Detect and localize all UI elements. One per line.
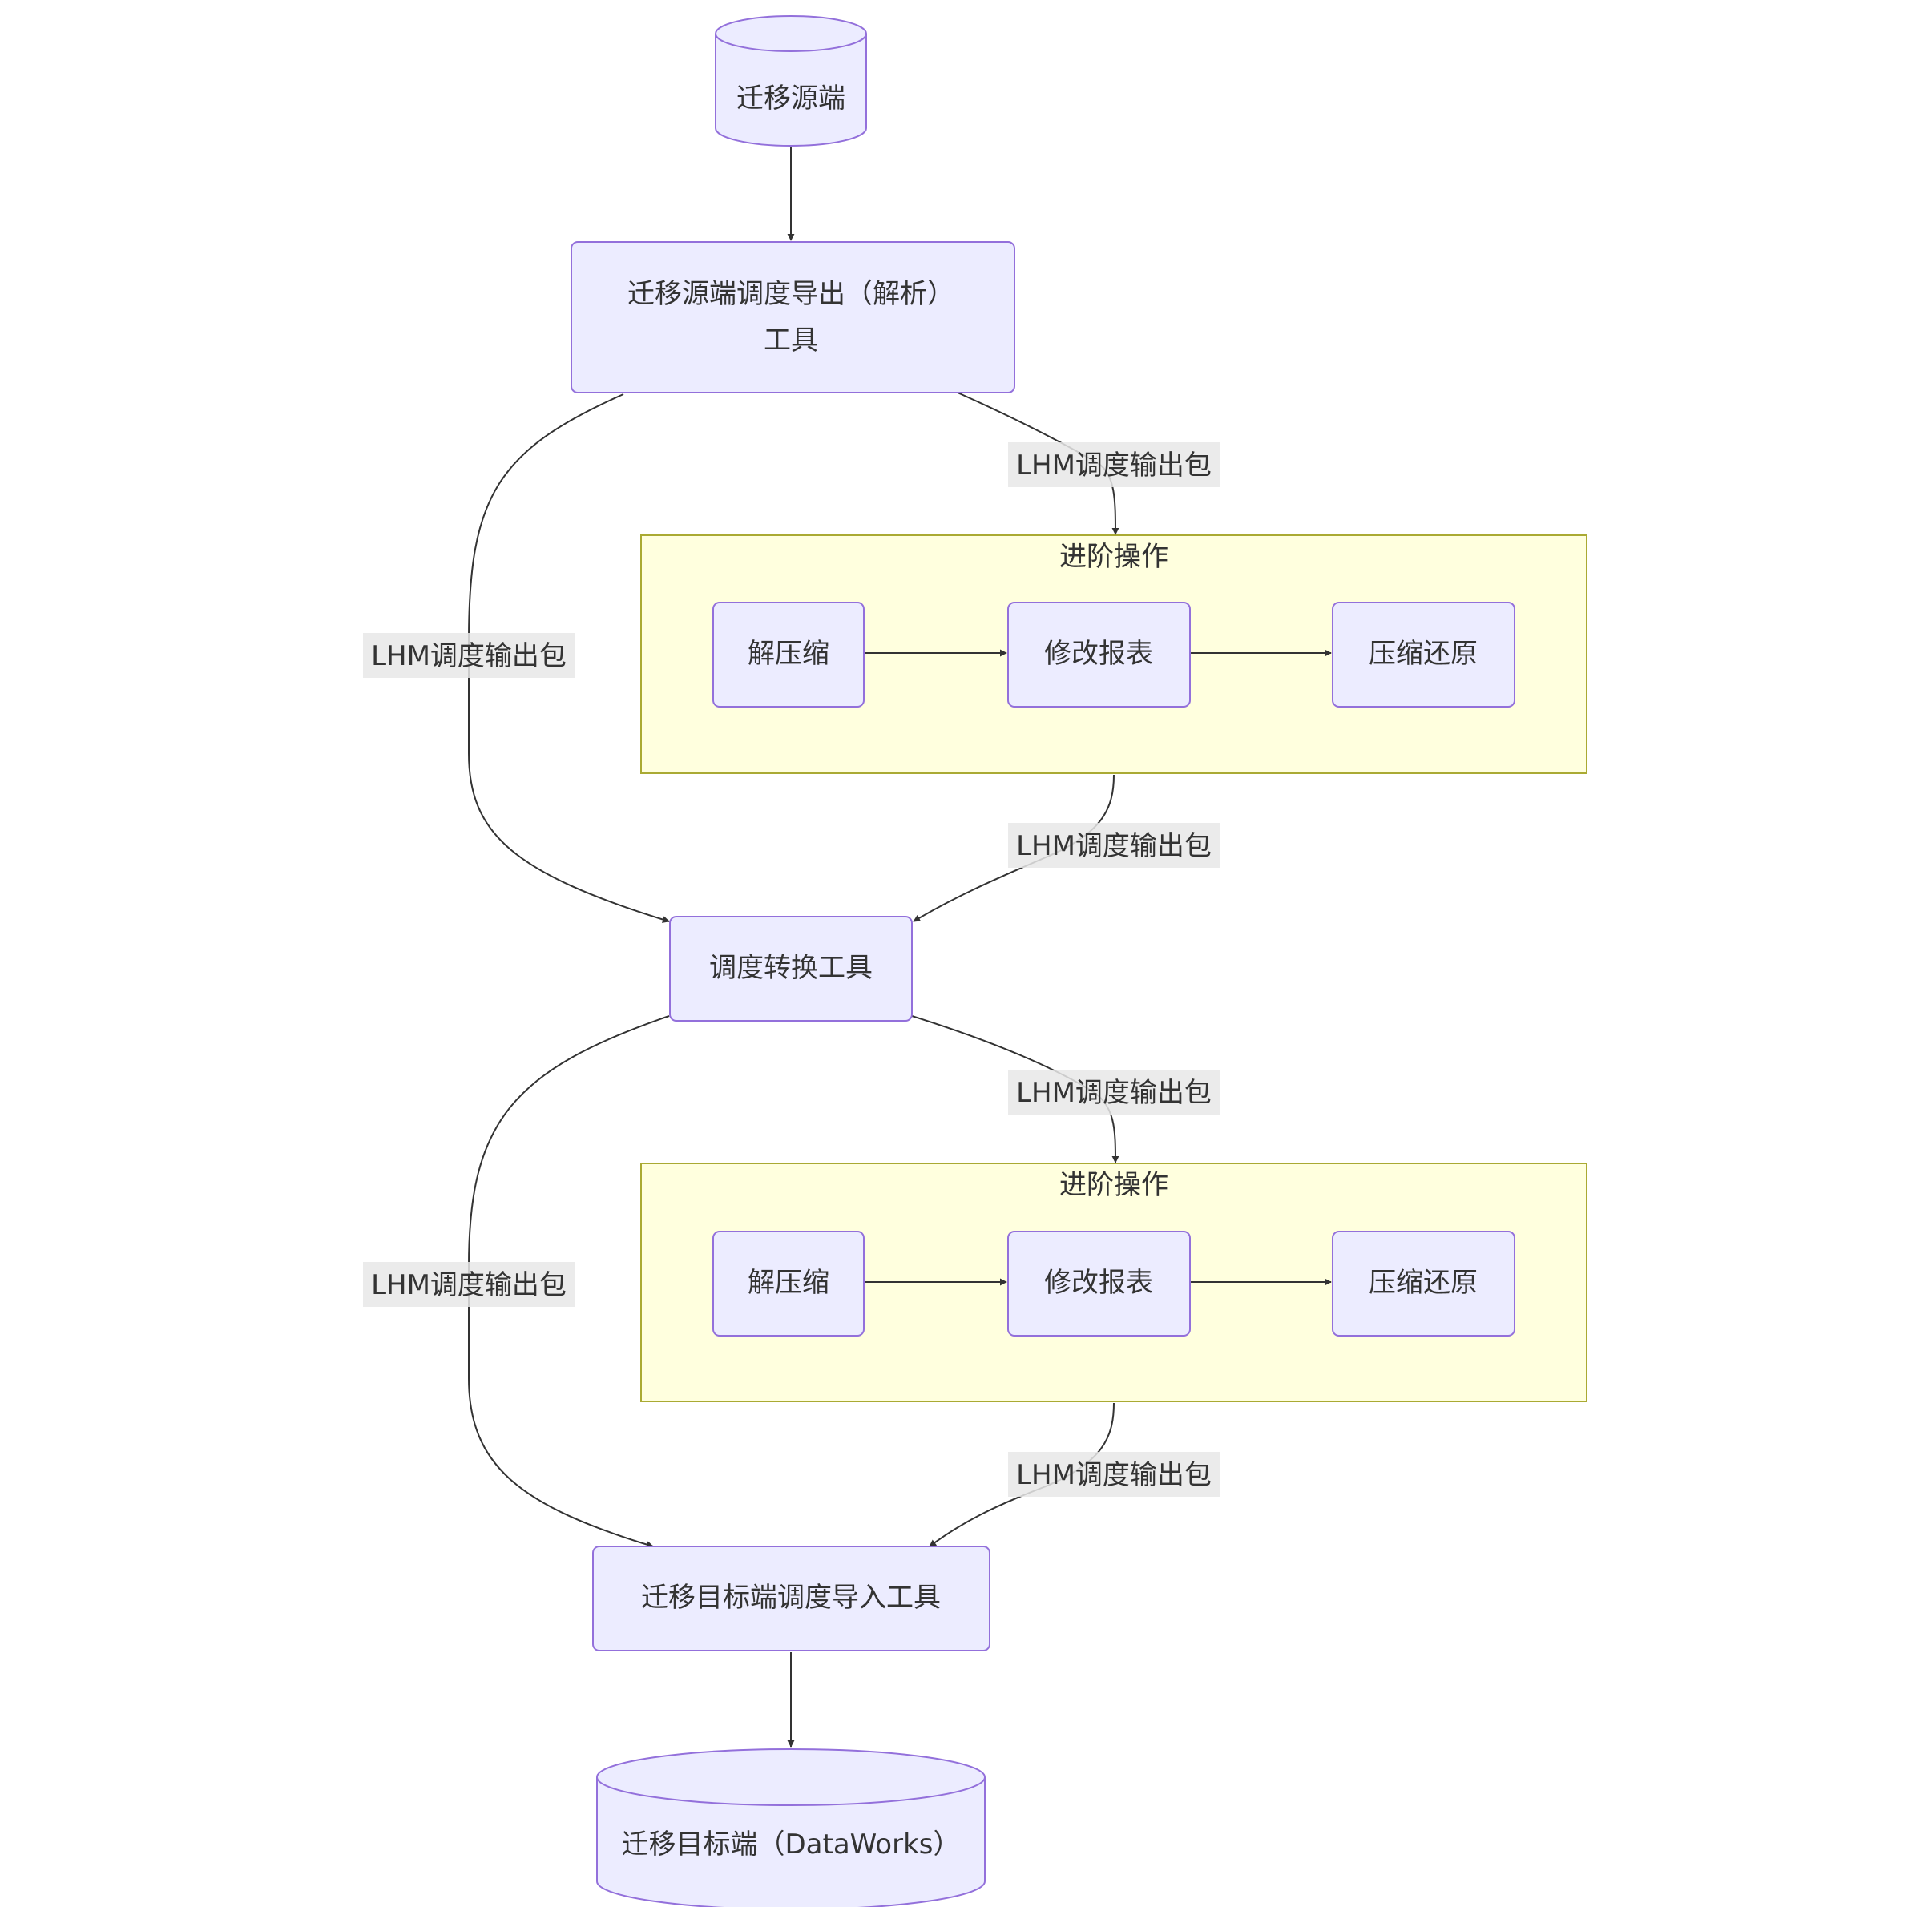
- export-tool-label-line1: 迁移源端调度导出（解析）: [627, 278, 954, 310]
- export-tool-label-line2: 工具: [764, 325, 818, 357]
- svg-text:修改报表: 修改报表: [1044, 638, 1153, 670]
- convert-tool-label: 调度转换工具: [709, 952, 873, 984]
- convert-tool-node: 调度转换工具: [669, 916, 913, 1022]
- database-icon: [715, 15, 867, 147]
- svg-text:解压缩: 解压缩: [748, 1267, 829, 1299]
- g2-edit-report-node: 修改报表: [1007, 1231, 1191, 1337]
- edge-label-group1-to-convert: LHM调度输出包: [1008, 823, 1220, 868]
- target-database-label: 迁移目标端（DataWorks）: [622, 1828, 961, 1861]
- svg-text:LHM调度输出包: LHM调度输出包: [371, 640, 567, 672]
- g2-rezip-node: 压缩还原: [1332, 1231, 1515, 1337]
- g1-edit-report-node: 修改报表: [1007, 602, 1191, 708]
- export-tool-node: 迁移源端调度导出（解析） 工具: [571, 241, 1015, 393]
- svg-text:LHM调度输出包: LHM调度输出包: [1016, 1459, 1212, 1491]
- group-title: 进阶操作: [1059, 1169, 1168, 1201]
- svg-text:解压缩: 解压缩: [748, 638, 829, 670]
- g2-unzip-node: 解压缩: [712, 1231, 865, 1337]
- target-database-node: 迁移目标端（DataWorks）: [596, 1748, 986, 1907]
- edge-label-convert-to-group2: LHM调度输出包: [1008, 1070, 1220, 1115]
- g1-unzip-node: 解压缩: [712, 602, 865, 708]
- database-icon: [596, 1748, 986, 1907]
- source-database-label: 迁移源端: [736, 83, 845, 115]
- svg-text:LHM调度输出包: LHM调度输出包: [1016, 450, 1212, 482]
- edge-label-export-to-group1: LHM调度输出包: [1008, 442, 1220, 487]
- svg-text:压缩还原: 压缩还原: [1369, 1267, 1478, 1299]
- svg-text:压缩还原: 压缩还原: [1369, 638, 1478, 670]
- svg-text:修改报表: 修改报表: [1044, 1267, 1153, 1299]
- group-title: 进阶操作: [1059, 541, 1168, 573]
- edge-label-group2-to-import: LHM调度输出包: [1008, 1452, 1220, 1497]
- import-tool-label: 迁移目标端调度导入工具: [641, 1582, 941, 1614]
- source-database-node: 迁移源端: [715, 15, 867, 147]
- import-tool-node: 迁移目标端调度导入工具: [592, 1546, 990, 1651]
- svg-text:LHM调度输出包: LHM调度输出包: [371, 1269, 567, 1301]
- g1-rezip-node: 压缩还原: [1332, 602, 1515, 708]
- svg-text:LHM调度输出包: LHM调度输出包: [1016, 1077, 1212, 1109]
- edge-label-export-to-convert: LHM调度输出包: [363, 633, 575, 678]
- edge-label-convert-to-import: LHM调度输出包: [363, 1262, 575, 1307]
- svg-text:LHM调度输出包: LHM调度输出包: [1016, 830, 1212, 862]
